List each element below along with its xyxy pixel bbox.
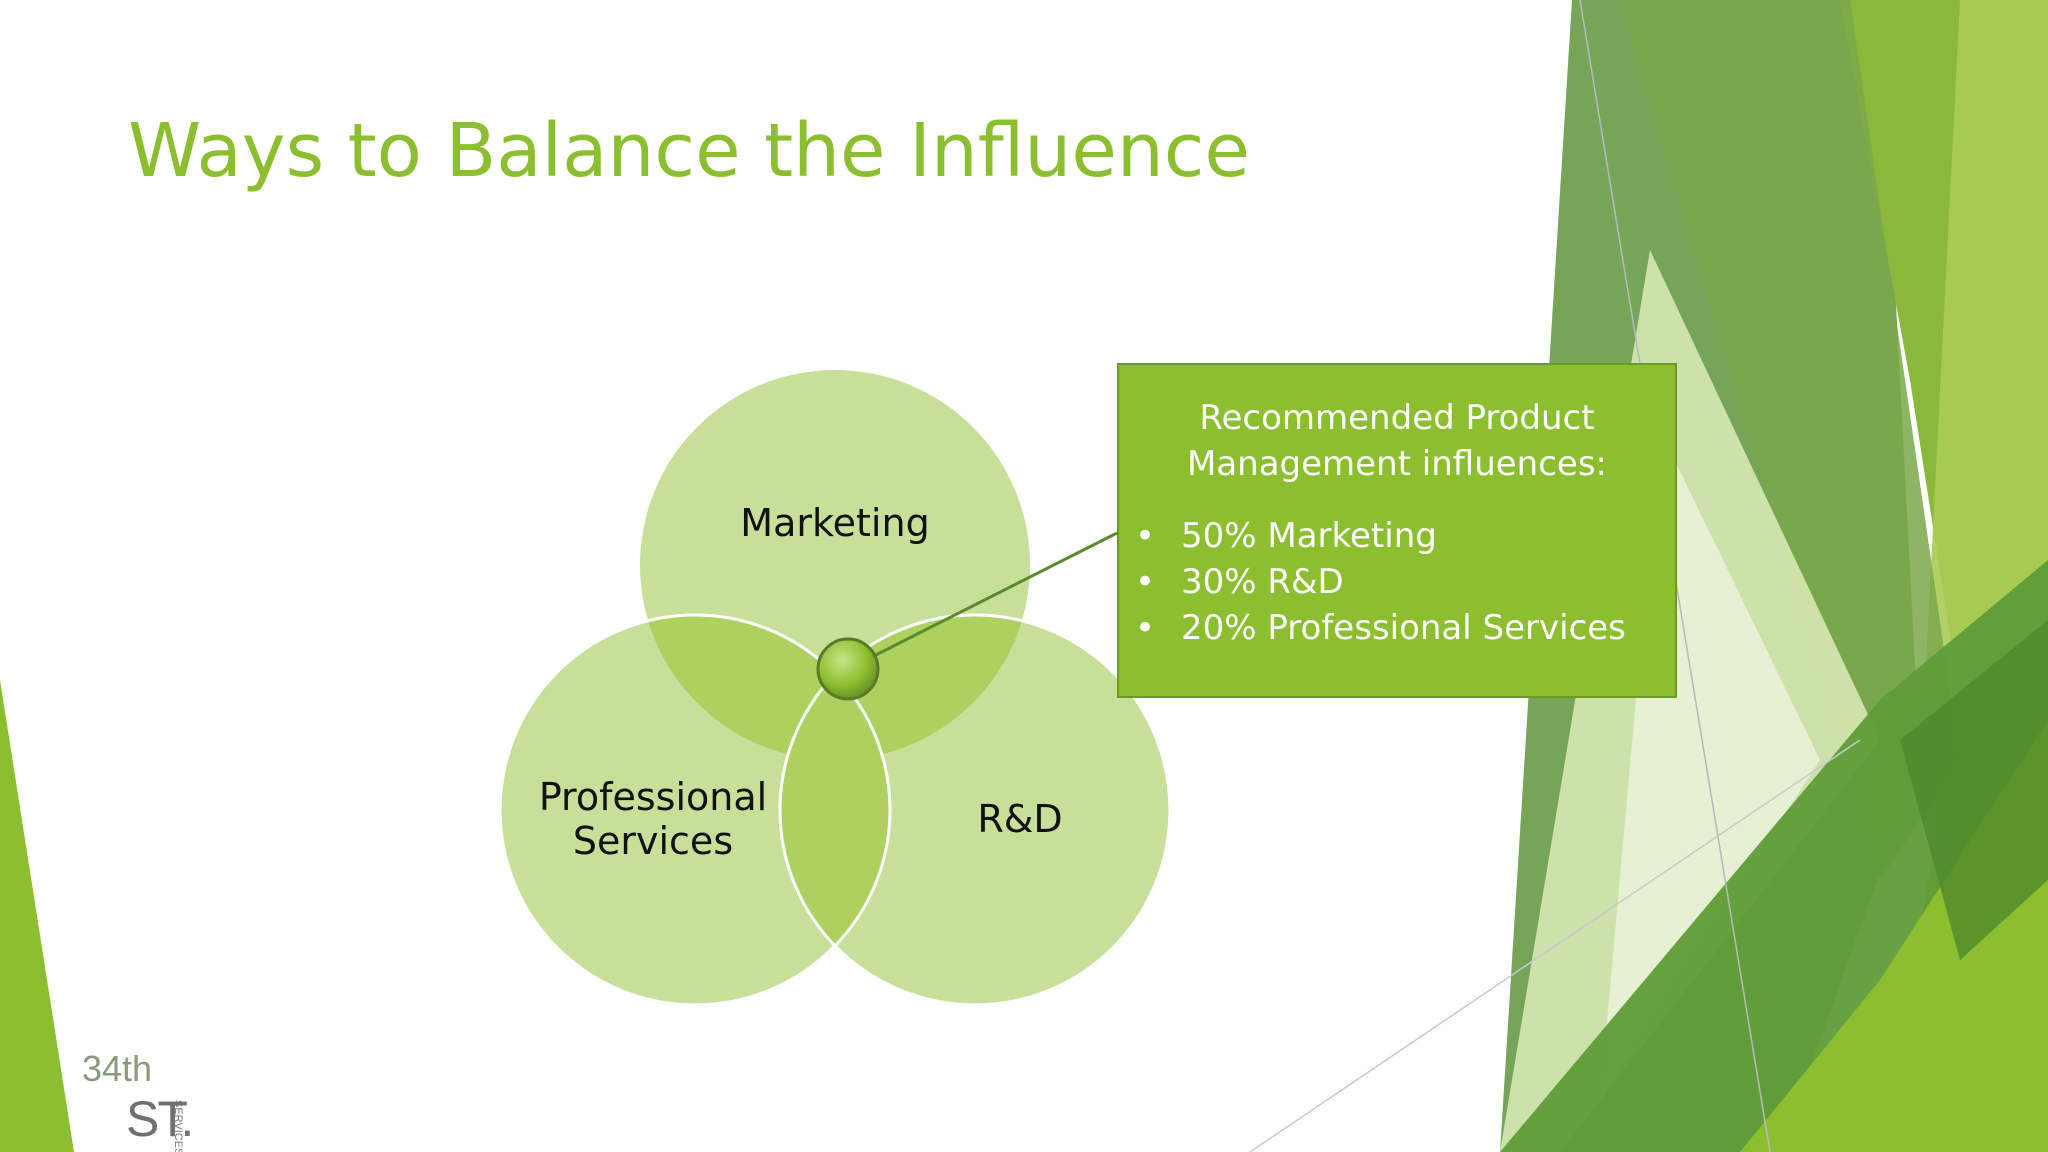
label-professional-services: Professional Services xyxy=(533,775,773,863)
callout-item-text: 30% R&D xyxy=(1181,562,1344,602)
label-rnd-line-1: R&D xyxy=(977,797,1063,841)
deco-left-sliver xyxy=(0,680,74,1152)
callout-list: • 50% Marketing • 30% R&D • 20% Professi… xyxy=(1119,513,1675,651)
callout-item: • 20% Professional Services xyxy=(1119,605,1675,651)
callout-item: • 50% Marketing xyxy=(1119,513,1675,559)
bullet-icon: • xyxy=(1135,516,1156,556)
label-services-line-1: Professional xyxy=(538,775,768,819)
deco-facet-shadow xyxy=(1900,620,2048,960)
callout-item-text: 50% Marketing xyxy=(1181,516,1437,556)
callout-heading-line-2: Management influences: xyxy=(1187,444,1607,484)
arc-rnd xyxy=(778,613,1172,1007)
slide-title: Ways to Balance the Influence xyxy=(128,108,1250,194)
callout-heading: Recommended Product Management influence… xyxy=(1119,395,1675,487)
callout-connector xyxy=(847,531,1118,671)
label-rnd: R&D xyxy=(940,797,1100,842)
callout-heading-line-1: Recommended Product xyxy=(1199,398,1595,438)
center-knob xyxy=(816,637,880,701)
label-marketing-line-1: Marketing xyxy=(740,501,930,545)
logo-letters: ST. xyxy=(126,1091,194,1147)
callout-item-text: 20% Professional Services xyxy=(1181,608,1626,648)
deco-line-2 xyxy=(1249,739,1861,1152)
label-marketing: Marketing xyxy=(735,501,935,546)
arc-services xyxy=(498,613,892,1007)
callout-item: • 30% R&D xyxy=(1119,559,1675,605)
deco-facet-mid xyxy=(1620,0,1960,880)
callout-box: Recommended Product Management influence… xyxy=(1117,363,1677,698)
logo-side-text: SERVICES xyxy=(172,1100,184,1152)
deco-facet-bottom-accent xyxy=(1740,720,2048,1152)
label-services-line-2: Services xyxy=(572,818,734,863)
overlap-marketing-rnd xyxy=(780,615,1030,760)
bullet-icon: • xyxy=(1135,608,1156,648)
company-logo: 34th ST. SERVICES xyxy=(82,1040,202,1152)
logo-number: 34th xyxy=(82,1048,153,1089)
bullet-icon: • xyxy=(1135,562,1156,602)
overlap-marketing-services xyxy=(640,615,890,760)
